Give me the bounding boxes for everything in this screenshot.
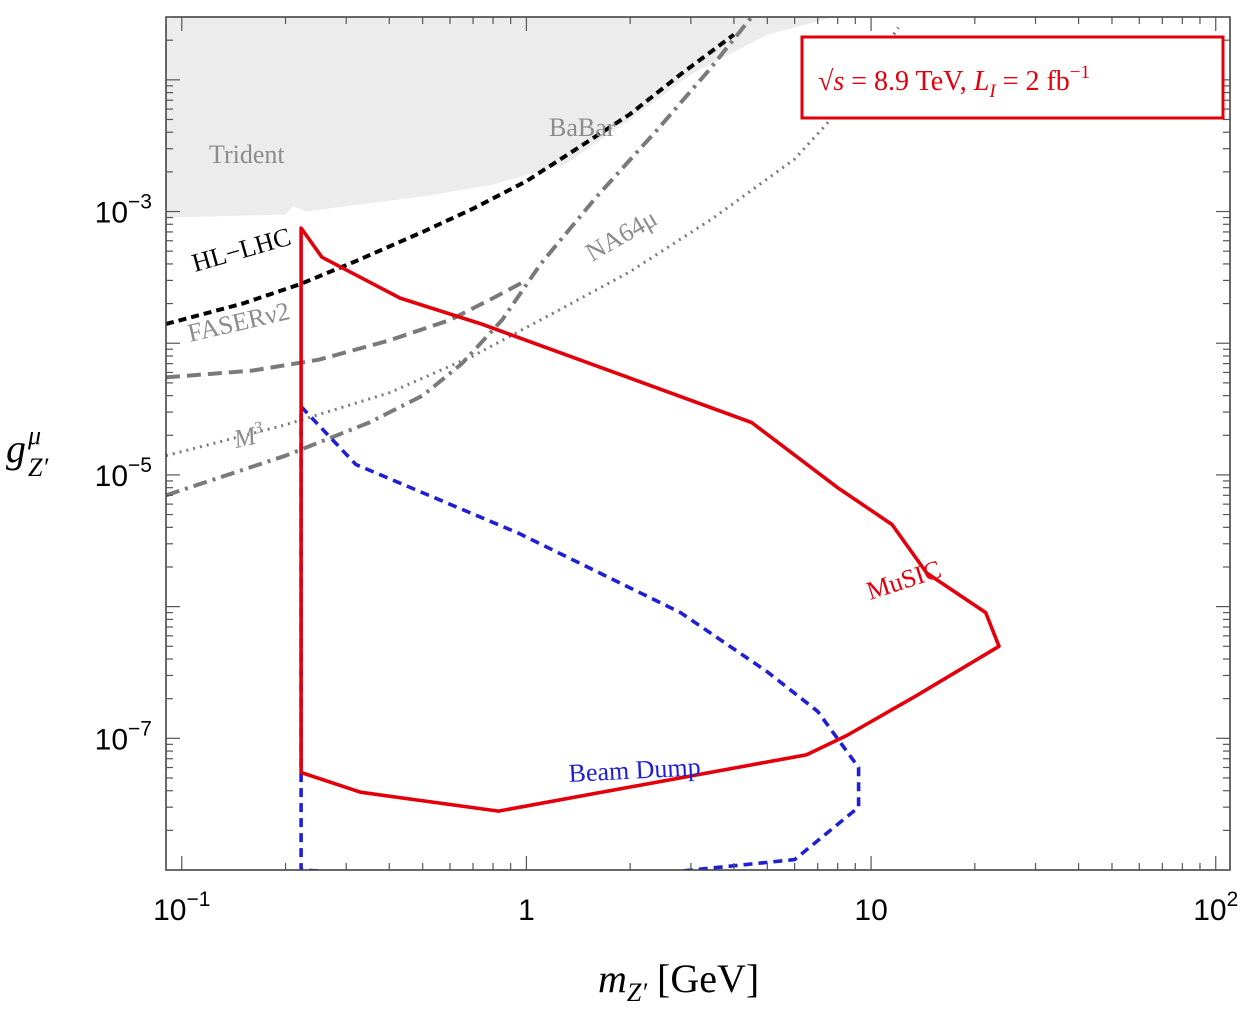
y-tick-label: 10−3 [95, 191, 152, 230]
lumi-value: = 2 fb [996, 66, 1070, 97]
y-axis-title: g μ Z′ [6, 421, 48, 482]
x-tick-label: 10 [854, 894, 887, 927]
x-axis-unit: [GeV] [657, 956, 759, 1001]
x-axis-subscript: Z′ [627, 978, 647, 1007]
label-babar: BaBar [549, 113, 616, 142]
m3-superscript: 3 [251, 417, 264, 438]
series-na64 [166, 17, 754, 498]
series-music [299, 226, 1001, 813]
x-tick-label: 10−1 [153, 888, 210, 927]
lumi-symbol: L [973, 66, 990, 97]
series-faser-2 [166, 278, 528, 380]
legend-box: √s = 8.9 TeV, LI = 2 fb−1 [800, 35, 1225, 120]
sqrt-s: √s [818, 66, 844, 97]
label-hl-lhc: HL−LHC [189, 222, 294, 278]
x-axis-symbol: m [598, 956, 627, 1001]
label-m3: M3 [230, 417, 267, 454]
y-axis-superscript: μ [27, 421, 41, 450]
energy: = 8.9 TeV, [844, 66, 973, 97]
lumi-subscript: I [988, 81, 997, 102]
x-tick-label: 102 [1193, 888, 1238, 927]
y-tick-label: 10−7 [95, 717, 152, 756]
legend-text: √s = 8.9 TeV, LI = 2 fb−1 [818, 62, 1090, 102]
y-tick-label: 10−5 [95, 454, 152, 493]
y-axis-symbol: g [6, 426, 26, 471]
label-trident: Trident [209, 140, 285, 169]
label-music: MuSIC [863, 554, 945, 605]
lumi-exponent: −1 [1070, 62, 1090, 83]
label-beam-dump: Beam Dump [568, 752, 701, 788]
series-layer [166, 17, 1001, 870]
y-axis-subscript: Z′ [28, 453, 48, 482]
x-axis-title: mZ′ [GeV] [598, 956, 759, 1007]
label-faser: FASERν2 [185, 296, 293, 348]
x-tick-label: 1 [518, 894, 535, 927]
excluded-region [166, 17, 834, 218]
excluded-region-layer [166, 17, 834, 218]
series-hl-lhc [166, 33, 736, 326]
plot-frame [165, 16, 1231, 871]
series-beam-dump [299, 404, 861, 870]
axis-ticks: 10−1 1 10 102 10−3 10−5 10−7 [95, 16, 1238, 927]
